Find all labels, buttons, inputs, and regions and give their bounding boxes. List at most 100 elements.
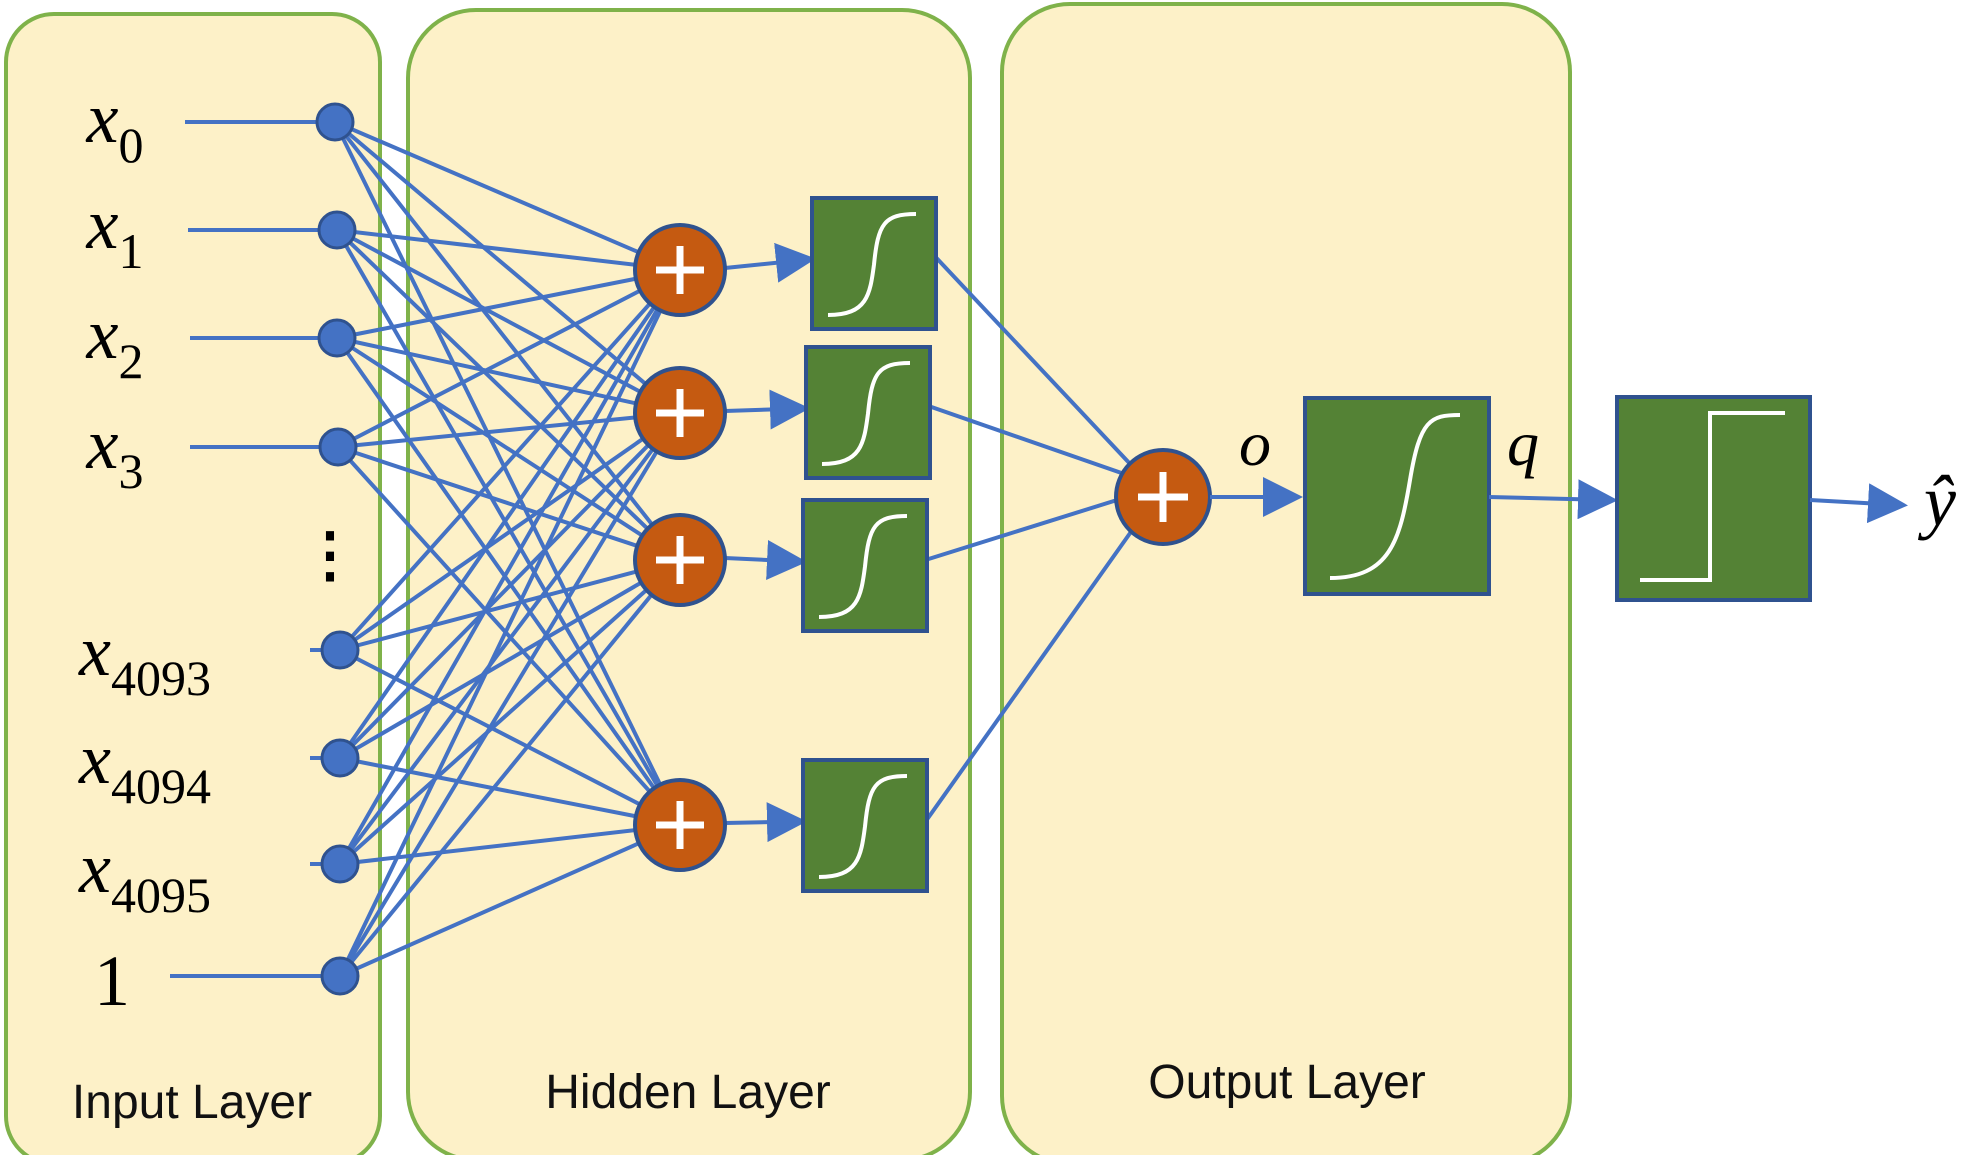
input-node [317,210,357,250]
output-layer-label: Output Layer [1148,1056,1426,1109]
activation-to-output-line [934,256,1135,469]
hidden-sigmoid-box [801,498,929,633]
plus-icon [656,389,704,437]
sum-to-activation-arrow [724,389,810,430]
plus-icon [1138,472,1188,522]
connection-line [334,120,681,272]
input-label-subscript: 4093 [111,650,211,706]
hidden-sigmoid-box [810,196,938,331]
plus-icon [656,246,704,294]
bias-node [320,956,360,996]
sigmoid-curve-icon [827,212,917,317]
input-label-base: x [86,294,119,374]
connection-line [338,558,682,978]
output-layer-panel [1000,2,1572,1155]
connection-line [338,558,682,866]
input-label-base: x [78,611,111,691]
sigmoid-curve-icon [821,361,911,466]
input-label-base: x [86,184,119,264]
hidden-links [724,242,1135,843]
hidden-sum-node [633,513,727,607]
sigmoid-curve-icon [818,774,908,879]
input-label-base: x [78,719,111,799]
connection-line [337,268,681,449]
step-function-icon [1640,411,1785,582]
input-hidden-connections [333,120,682,978]
input-label: x4094 [78,719,211,814]
hidden-sigmoid-box [804,345,932,480]
input-node [317,318,357,358]
connection-line [339,823,681,978]
input-label-base: x [78,828,111,908]
sum-to-activation-arrow [724,540,807,580]
connection-line [335,336,682,562]
y-hat-label: ŷ [1917,461,1956,541]
sigmoid-curve-icon [1329,413,1461,580]
input-label: x3 [86,404,144,499]
connection-line [338,411,682,978]
input-label-subscript: 0 [118,117,143,173]
plus-icon [656,536,704,584]
sigmoid-curve-icon [818,514,908,619]
activation-to-output-line [926,493,1134,562]
output-sigmoid-box [1303,396,1491,596]
y-hat-arrow [1809,483,1908,524]
activation-to-output-line [929,404,1134,479]
hidden-sigmoid-box [801,758,929,893]
plus-icon [656,801,704,849]
connection-line [336,336,681,415]
sum-to-activation-arrow [724,242,816,283]
q-arrow [1488,479,1618,520]
connection-line [338,269,682,865]
input-layer-label: Input Layer [72,1076,312,1129]
connection-line [338,411,682,652]
input-label: x2 [86,294,144,389]
connection-line [335,229,682,826]
connection-line [336,228,681,415]
input-nodes [315,102,360,996]
input-label-subscript: 3 [118,443,143,499]
input-node [318,427,358,467]
input-node [320,630,360,670]
sum-to-activation-arrow [724,802,807,843]
connection-line [338,269,682,977]
hidden-sum-node [633,366,727,460]
connection-line [336,268,681,340]
hidden-sum-nodes [633,223,727,872]
activation-to-output-line [925,527,1135,821]
input-label-subscript: 1 [118,223,143,279]
input-label-base: x [86,404,119,484]
step-function-box [1615,395,1812,602]
input-label: x4095 [78,828,211,923]
connection-line [337,445,681,562]
input-node [320,738,360,778]
connection-line [339,756,681,827]
hidden-sum-node [633,778,727,872]
input-label-subscript: 2 [118,333,143,389]
connection-line [339,558,681,652]
input-node [315,102,355,142]
input-label: x1 [86,184,144,279]
connection-line [338,558,682,760]
connection-line [333,121,682,826]
input-label-subscript: 4095 [111,867,211,923]
output-sum-node [1114,448,1212,546]
hidden-sum-node [633,223,727,317]
q-signal-label: q [1507,408,1539,479]
connection-line [336,445,682,827]
connection-line [338,411,682,866]
hidden-layer-label: Hidden Layer [545,1066,831,1119]
connection-line [336,228,681,272]
hidden-activation-boxes [801,196,938,893]
input-ellipsis: ⋮ [300,522,360,588]
connection-line [338,268,682,652]
bias-label: 1 [94,941,130,1021]
connection-line [333,120,682,415]
connection-line [337,411,681,449]
input-label-subscript: 4094 [111,758,211,814]
connection-line [338,268,682,760]
input-node [320,844,360,884]
input-label-base: x [86,78,119,158]
